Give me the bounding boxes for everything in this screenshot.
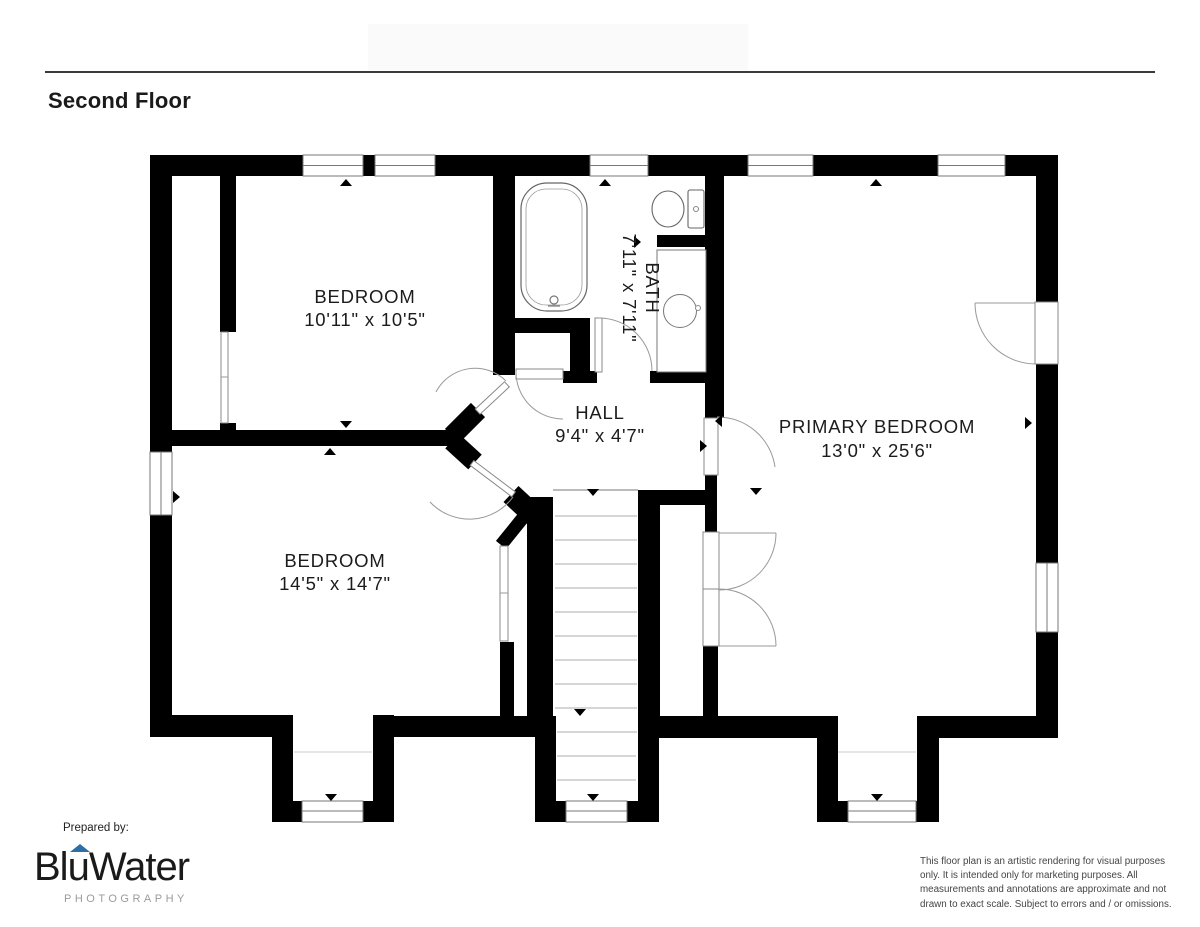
room-label-hall: HALL	[575, 402, 624, 423]
room-dims-bedroom-bottom-left: 14'5" x 14'7"	[279, 573, 391, 594]
page-title: Second Floor	[48, 88, 191, 113]
room-label-bedroom-top-left: BEDROOM	[314, 286, 415, 307]
room-label-primary-bedroom: PRIMARY BEDROOM	[779, 416, 975, 437]
disclaimer-text: This floor plan is an artistic rendering…	[920, 856, 1172, 910]
bluwater-logo-subtitle: PHOTOGRAPHY	[64, 893, 188, 905]
exterior-walls	[150, 155, 1058, 822]
windows	[149, 154, 1059, 823]
redacted-address-box	[368, 24, 748, 70]
header-divider	[45, 71, 1155, 73]
sink-vanity	[656, 249, 707, 373]
room-label-bath: BATH	[642, 262, 663, 313]
prepared-by-label: Prepared by:	[63, 822, 129, 834]
logo-roof-icon	[70, 844, 90, 852]
bathtub	[520, 182, 588, 312]
room-labels: BEDROOM 10'11" x 10'5" BATH 7'11" x 7'11…	[279, 233, 975, 594]
room-dims-hall: 9'4" x 4'7"	[555, 425, 645, 446]
room-dims-bath: 7'11" x 7'11"	[619, 233, 640, 342]
toilet	[651, 189, 705, 229]
room-label-bedroom-bottom-left: BEDROOM	[284, 550, 385, 571]
angled-walls	[444, 402, 548, 550]
staircase	[553, 489, 638, 781]
room-dims-bedroom-top-left: 10'11" x 10'5"	[304, 309, 426, 330]
room-dims-primary-bedroom: 13'0" x 25'6"	[821, 440, 933, 461]
doors	[220, 301, 1059, 647]
bluwater-logo: BluWater	[34, 845, 190, 889]
interior-walls	[150, 176, 724, 716]
